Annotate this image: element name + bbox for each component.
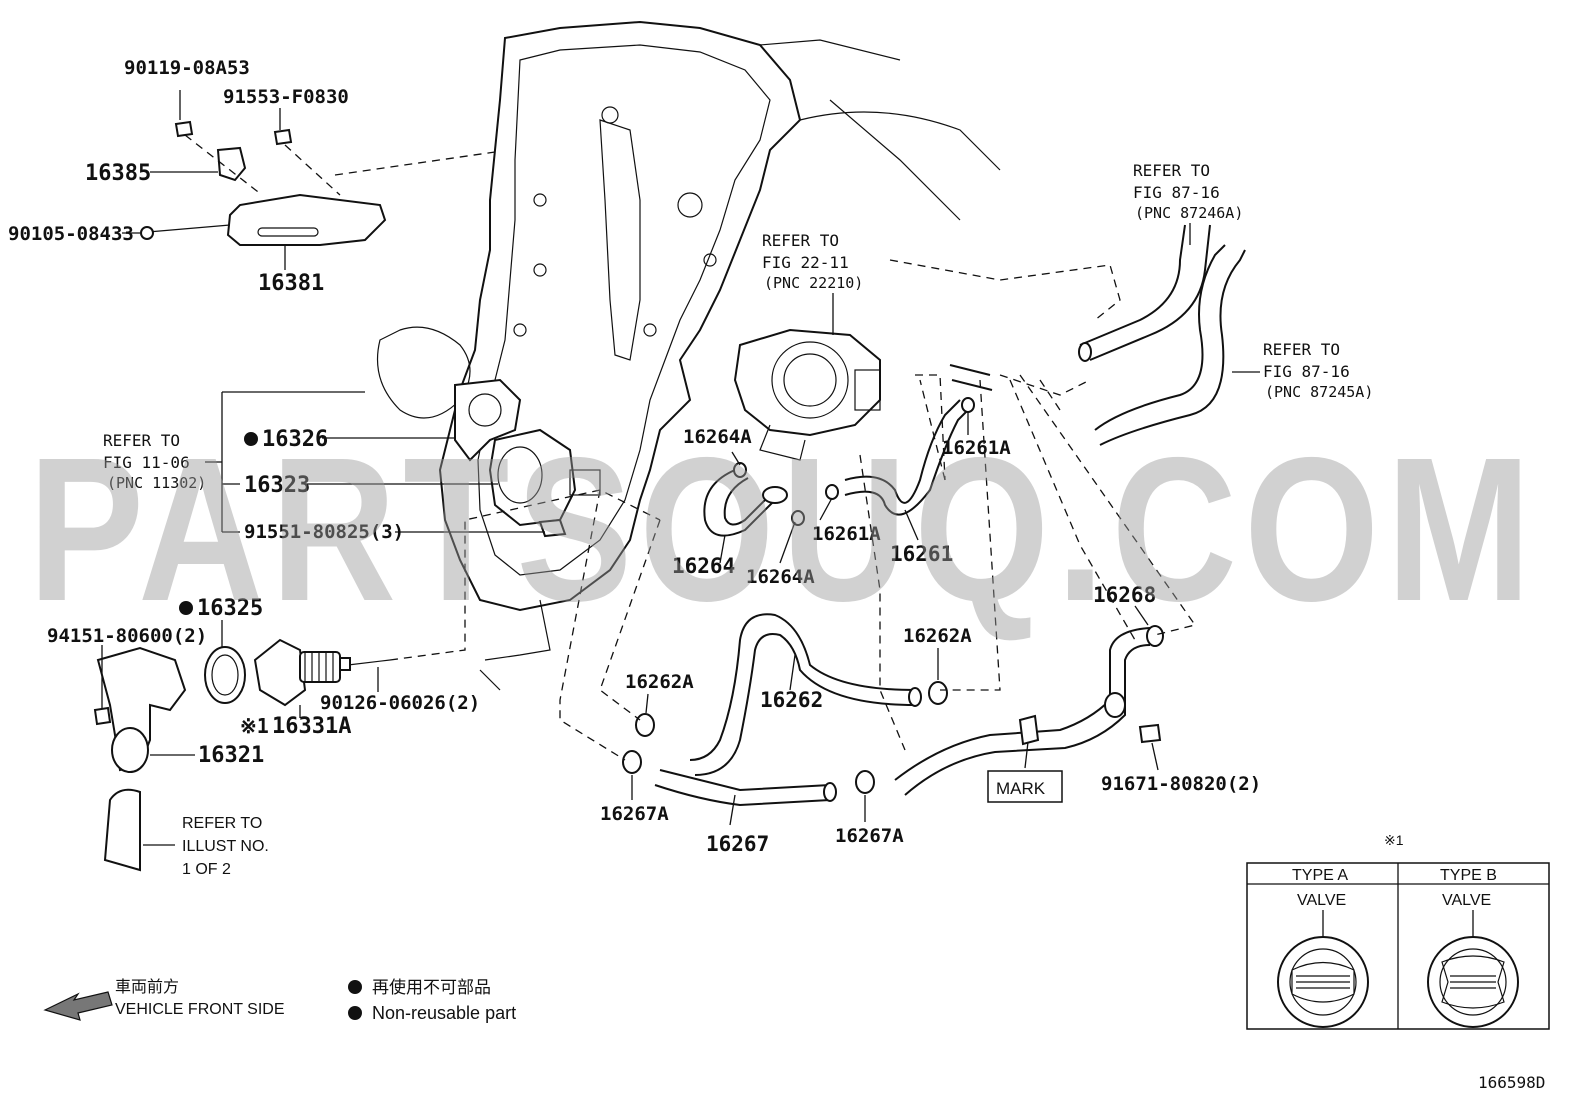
bolts xyxy=(93,120,1162,744)
label-16262a-right[interactable]: 16262A xyxy=(903,625,972,647)
nonreusable-dot-16326 xyxy=(244,432,258,446)
water-inlet-housing xyxy=(454,378,601,527)
label-16321[interactable]: 16321 xyxy=(198,743,264,768)
label-90105-08433[interactable]: 90105-08433 xyxy=(8,223,134,245)
label-16267a-right[interactable]: 16267A xyxy=(835,825,904,847)
label-16381[interactable]: 16381 xyxy=(258,271,324,296)
ref-fig2211-line2[interactable]: FIG 22-11 xyxy=(762,253,849,272)
front-arrow-icon xyxy=(43,991,113,1021)
label-16385[interactable]: 16385 xyxy=(85,161,151,186)
part-labels: 90119-08A53 91553-F0830 16385 90105-0843… xyxy=(8,57,1261,856)
label-16262a-left[interactable]: 16262A xyxy=(625,671,694,693)
ref-fig1106-line2[interactable]: FIG 11-06 xyxy=(103,453,190,472)
type-b-label: TYPE B xyxy=(1440,867,1497,884)
label-16264a-top[interactable]: 16264A xyxy=(683,426,752,448)
clamps xyxy=(622,397,1126,794)
label-16323[interactable]: 16323 xyxy=(244,473,310,498)
legend-nonreusable-jp: 再使用不可部品 xyxy=(372,977,491,997)
ref-fig8716b-line1[interactable]: REFER TO xyxy=(1263,340,1340,359)
label-91671-80820[interactable]: 91671-80820(2) xyxy=(1101,773,1261,795)
label-16326[interactable]: 16326 xyxy=(262,427,328,452)
label-91553-f0830[interactable]: 91553-F0830 xyxy=(223,86,349,108)
gasket-16325 xyxy=(204,646,246,704)
label-16267a-left[interactable]: 16267A xyxy=(600,803,669,825)
legend-dot-icon-1 xyxy=(348,980,362,994)
ref-illust-line3[interactable]: 1 OF 2 xyxy=(182,861,231,878)
label-91551-80825[interactable]: 91551-80825(3) xyxy=(244,521,404,543)
thermostat-16331A xyxy=(253,638,341,707)
ref-fig8716b-line3[interactable]: (PNC 87245A) xyxy=(1265,383,1373,401)
label-16261[interactable]: 16261 xyxy=(890,542,953,566)
mark-box xyxy=(987,770,1063,803)
label-mark: MARK xyxy=(996,779,1046,798)
type-a-label: TYPE A xyxy=(1292,867,1348,884)
label-16325[interactable]: 16325 xyxy=(197,596,263,621)
ref-fig8716a-line1[interactable]: REFER TO xyxy=(1133,161,1210,180)
ref-fig1106-line3[interactable]: (PNC 11302) xyxy=(107,474,206,492)
diagram-id: 166598D xyxy=(1478,1073,1545,1092)
ref-fig2211-line1[interactable]: REFER TO xyxy=(762,231,839,250)
thermostat-type-table: ※1 TYPE A TYPE B VALVE VALVE xyxy=(1246,832,1550,1030)
label-94151-80600[interactable]: 94151-80600(2) xyxy=(47,625,207,647)
dashed-leaders xyxy=(184,134,1197,761)
label-90119-08a53[interactable]: 90119-08A53 xyxy=(124,57,250,79)
watermark: PARTSOUQ.COM xyxy=(28,415,1538,644)
label-16264a-bottom[interactable]: 16264A xyxy=(746,566,815,588)
ref-fig8716a-line3[interactable]: (PNC 87246A) xyxy=(1135,204,1243,222)
ref-illust-line2[interactable]: ILLUST NO. xyxy=(182,838,269,855)
water-inlet-16321 xyxy=(96,646,187,872)
label-90126-06026[interactable]: 90126-06026(2) xyxy=(320,692,480,714)
reference-notes: REFER TO FIG 11-06 (PNC 11302) REFER TO … xyxy=(103,161,1373,878)
label-16262[interactable]: 16262 xyxy=(760,688,823,712)
ref-fig8716b-line2[interactable]: FIG 87-16 xyxy=(1263,362,1350,381)
label-16331a[interactable]: 16331A xyxy=(272,714,351,739)
nonreusable-dot-16325 xyxy=(179,601,193,615)
kome-note: ※1 xyxy=(1384,832,1404,848)
label-16267[interactable]: 16267 xyxy=(706,832,769,856)
thermostat-type-b-icon xyxy=(1427,936,1519,1028)
ref-illust-line1[interactable]: REFER TO xyxy=(182,815,262,832)
label-16261a-top[interactable]: 16261A xyxy=(942,437,1011,459)
bracket-16381 xyxy=(216,146,387,246)
label-kome-16331a: ※1 xyxy=(240,714,269,738)
leader-lines xyxy=(101,90,1260,846)
legend-nonreusable-en: Non-reusable part xyxy=(372,1003,516,1023)
legend-dot-icon-2 xyxy=(348,1006,362,1020)
label-16268[interactable]: 16268 xyxy=(1093,583,1156,607)
thermostat-type-a-icon xyxy=(1277,936,1369,1028)
ref-fig1106-line1[interactable]: REFER TO xyxy=(103,431,180,450)
label-16264[interactable]: 16264 xyxy=(672,554,735,578)
throttle-body xyxy=(733,328,881,461)
valve-a-label: VALVE xyxy=(1297,892,1346,909)
ref-fig2211-line3[interactable]: (PNC 22210) xyxy=(764,274,863,292)
legend: 車両前方 VEHICLE FRONT SIDE 再使用不可部品 Non-reus… xyxy=(43,977,516,1023)
valve-b-label: VALVE xyxy=(1442,892,1491,909)
legend-front-jp: 車両前方 xyxy=(115,978,179,996)
hoses xyxy=(654,224,1246,807)
label-16261a-mid[interactable]: 16261A xyxy=(812,523,881,545)
legend-front-en: VEHICLE FRONT SIDE xyxy=(115,1001,285,1018)
ref-fig8716a-line2[interactable]: FIG 87-16 xyxy=(1133,183,1220,202)
